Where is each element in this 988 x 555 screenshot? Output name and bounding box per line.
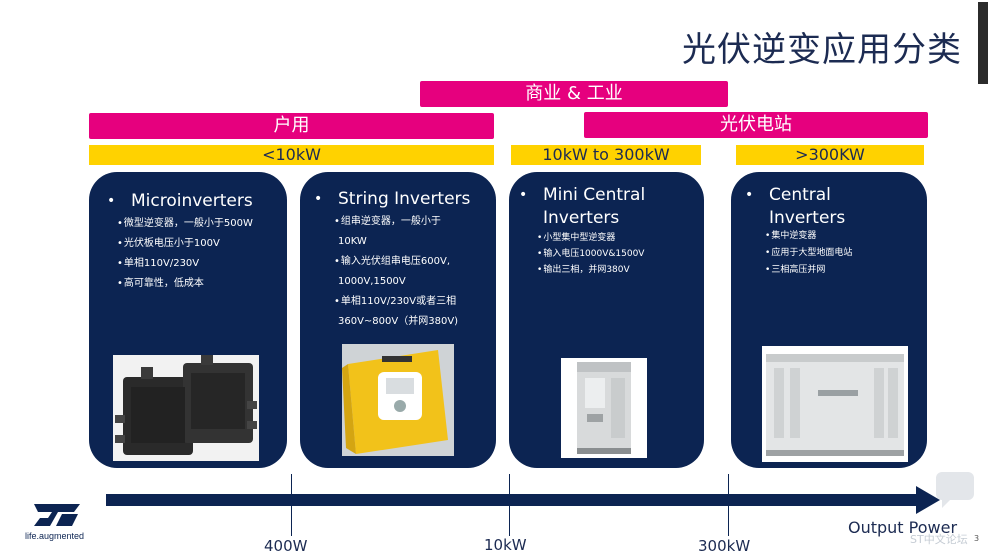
category-commercial: 商业 & 工业 xyxy=(420,81,728,107)
title-accent-bar xyxy=(978,2,988,84)
category-utility: 光伏电站 xyxy=(584,112,928,138)
mini-central-inverter-image xyxy=(561,358,647,458)
central-inverter-image xyxy=(762,346,908,462)
list-item: •集中逆变器 xyxy=(765,231,817,241)
list-item: •输入光伏组串电压600V, xyxy=(334,256,451,267)
tick-label-300kw: 300kW xyxy=(698,537,751,555)
card-bullets: •集中逆变器 •应用于大型地面电站 •三相高压并网 xyxy=(765,228,852,279)
list-item: 360V~800V（并网380V) xyxy=(338,316,459,327)
tick-10kw xyxy=(509,474,510,536)
tick-label-10kw: 10kW xyxy=(484,536,527,554)
list-item: •输入电压1000V&1500V xyxy=(537,249,645,259)
card-bullets: •组串逆变器，一般小于 10KW •输入光伏组串电压600V, 1000V,15… xyxy=(334,212,458,332)
list-item: •微型逆变器，一般小于500W xyxy=(117,218,253,229)
tick-300kw xyxy=(728,474,729,536)
range-low: <10kW xyxy=(89,145,494,165)
card-string-inverters: • String Inverters •组串逆变器，一般小于 10KW •输入光… xyxy=(300,172,496,468)
list-item: 10KW xyxy=(338,236,367,247)
list-item: •组串逆变器，一般小于 xyxy=(334,216,441,227)
list-item: •三相高压并网 xyxy=(765,265,826,275)
list-item: •光伏板电压小于100V xyxy=(117,238,220,249)
card-bullets: •小型集中型逆变器 •输入电压1000V&1500V •输出三相，并网380V xyxy=(537,230,644,278)
axis-label: Output Power xyxy=(848,518,958,537)
list-item: 1000V,1500V xyxy=(338,276,406,287)
output-power-axis xyxy=(106,494,928,506)
slide-title: 光伏逆变应用分类 xyxy=(682,30,962,70)
list-item: •应用于大型地面电站 xyxy=(765,248,853,258)
card-microinverters: • Microinverters •微型逆变器，一般小于500W •光伏板电压小… xyxy=(89,172,287,468)
list-item: •单相110V/230V或者三相 xyxy=(334,296,457,307)
card-title: String Inverters xyxy=(338,189,471,209)
list-item: •高可靠性，低成本 xyxy=(117,278,204,289)
range-mid: 10kW to 300kW xyxy=(511,145,701,165)
card-bullets: •微型逆变器，一般小于500W •光伏板电压小于100V •单相110V/230… xyxy=(117,214,253,294)
list-item: •输出三相，并网380V xyxy=(537,265,630,275)
card-heading: • String Inverters xyxy=(314,188,486,211)
card-heading: • Microinverters xyxy=(107,190,277,213)
string-inverter-image xyxy=(342,344,454,456)
watermark-text: ST中文论坛 xyxy=(910,533,968,546)
tick-label-400w: 400W xyxy=(264,537,308,555)
range-high: >300KW xyxy=(736,145,924,165)
microinverter-image xyxy=(113,355,259,461)
tick-400w xyxy=(291,474,292,536)
list-item: •小型集中型逆变器 xyxy=(537,233,616,243)
category-residential: 户用 xyxy=(89,113,494,139)
list-item: •单相110V/230V xyxy=(117,258,200,269)
forum-watermark-icon xyxy=(934,470,976,508)
page-number: 3 xyxy=(974,534,980,543)
logo-tagline: life.augmented xyxy=(25,531,85,541)
card-title: Microinverters xyxy=(131,191,253,211)
st-logo xyxy=(28,500,88,530)
